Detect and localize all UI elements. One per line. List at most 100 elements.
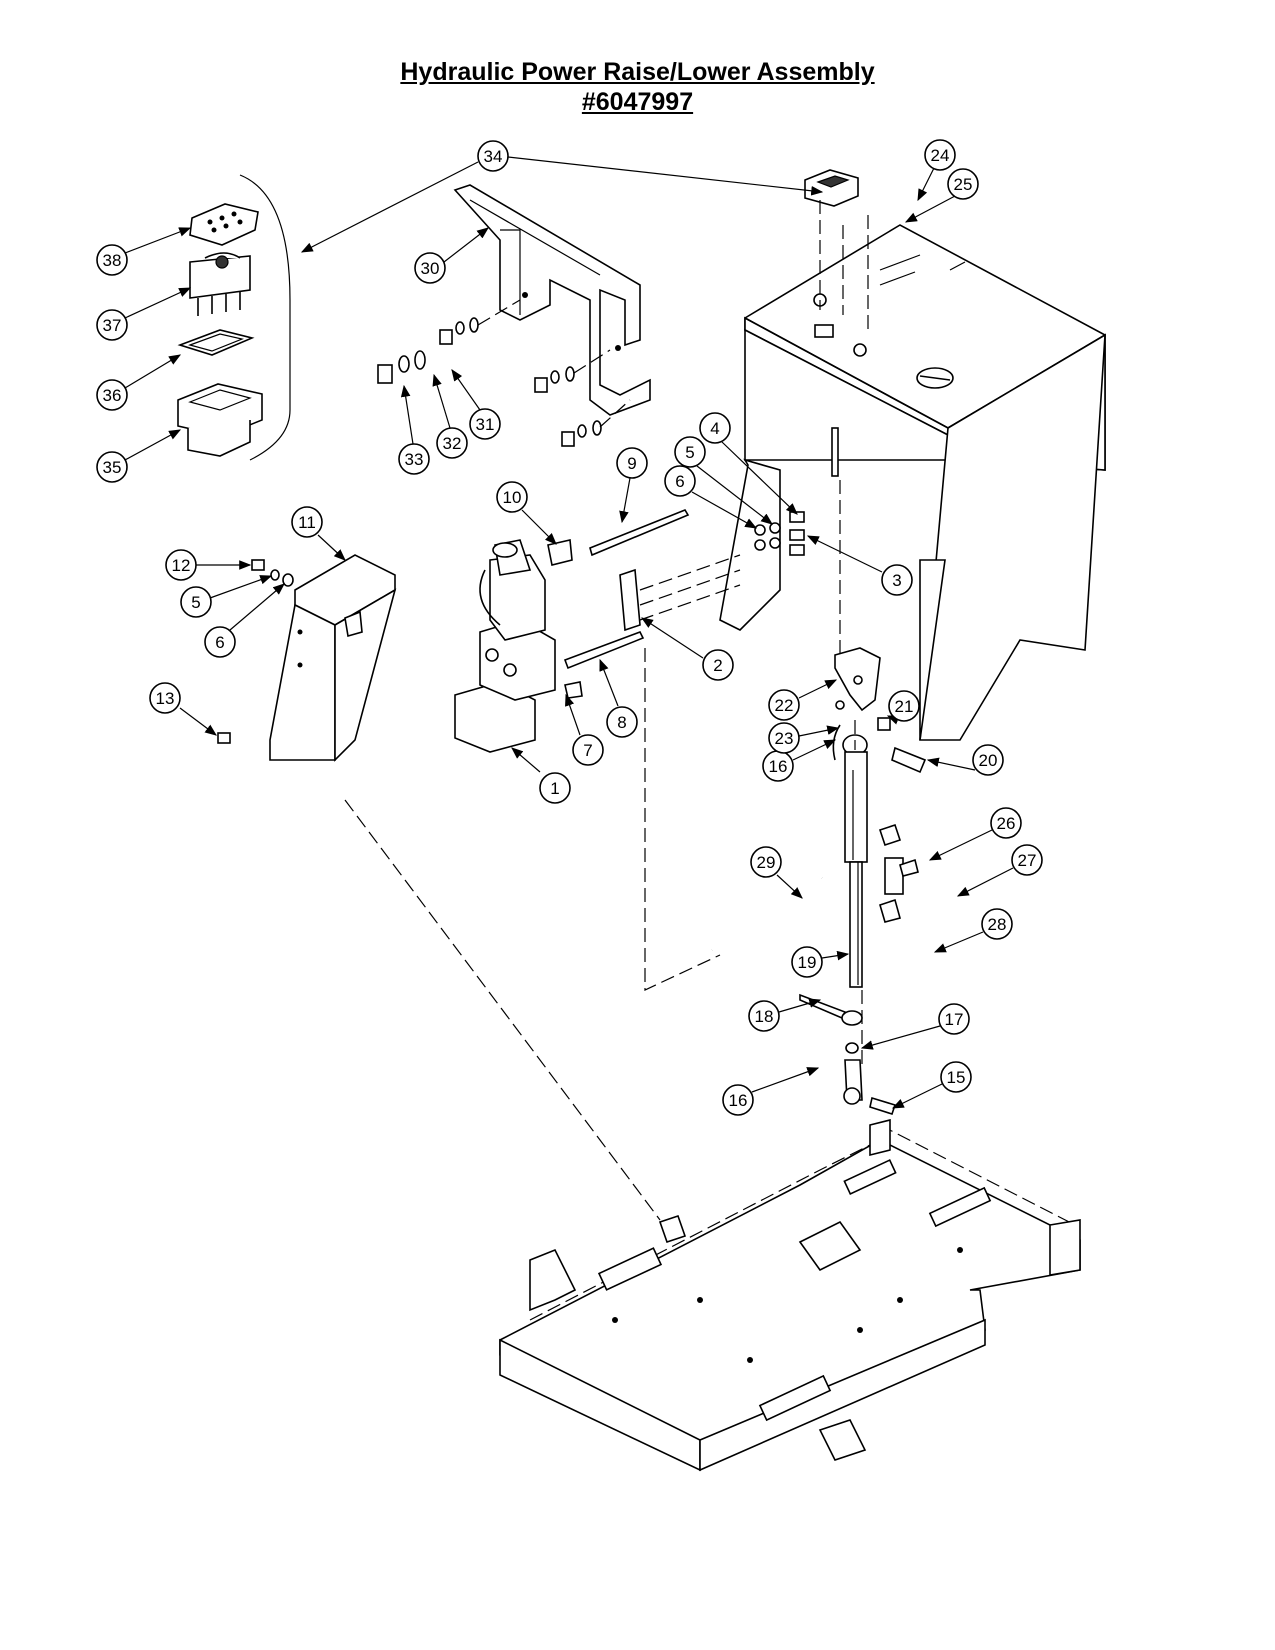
callout-21: 21 [886, 690, 920, 725]
svg-text:23: 23 [775, 729, 794, 748]
callout-7: 7 [565, 693, 604, 766]
svg-text:6: 6 [675, 472, 684, 491]
callout-22: 22 [768, 679, 838, 721]
svg-text:10: 10 [503, 488, 522, 507]
switch-body-part [189, 252, 251, 316]
callout-30: 30 [414, 227, 489, 284]
svg-text:38: 38 [103, 251, 122, 270]
svg-text:2: 2 [713, 656, 722, 675]
callout-17: 17 [860, 1003, 970, 1050]
svg-text:24: 24 [931, 146, 950, 165]
svg-text:26: 26 [997, 814, 1016, 833]
svg-text:8: 8 [617, 713, 626, 732]
callout-31: 31 [451, 369, 501, 440]
callout-24: 24 [917, 139, 956, 202]
svg-text:29: 29 [757, 853, 776, 872]
valve-fittings-part [878, 823, 919, 923]
svg-text:18: 18 [755, 1007, 774, 1026]
screw-part [217, 732, 231, 744]
callout-13: 13 [149, 682, 217, 736]
bolt-washer-hardware [377, 299, 631, 447]
callout-18: 18 [748, 998, 822, 1032]
callout-27: 27 [956, 844, 1043, 897]
callout-16: 16 [722, 1067, 820, 1116]
svg-text:1: 1 [550, 779, 559, 798]
callout-12: 12 [165, 549, 252, 581]
svg-text:16: 16 [769, 757, 788, 776]
screw-part [251, 559, 265, 571]
callout-36: 36 [96, 354, 182, 411]
callout-20: 20 [926, 744, 1004, 776]
svg-text:33: 33 [405, 450, 424, 469]
bracket-part [453, 184, 651, 416]
callout-37: 37 [96, 287, 192, 341]
svg-text:32: 32 [443, 434, 462, 453]
callout-35: 35 [96, 429, 182, 483]
bezel-part [177, 383, 263, 457]
callout-8: 8 [599, 658, 638, 738]
callout-10: 10 [496, 481, 557, 545]
svg-text:16: 16 [729, 1091, 748, 1110]
svg-text:7: 7 [583, 741, 592, 760]
svg-text:4: 4 [710, 419, 719, 438]
diagram-title: Hydraulic Power Raise/Lower Assembly [400, 58, 875, 86]
callout-2: 2 [640, 617, 734, 681]
callout-15: 15 [891, 1061, 972, 1109]
callout-19: 19 [791, 946, 850, 978]
callout-6: 6 [204, 583, 285, 658]
svg-text:20: 20 [979, 751, 998, 770]
handle-part [799, 993, 847, 1020]
callout-28: 28 [933, 908, 1013, 953]
svg-text:5: 5 [191, 593, 200, 612]
svg-text:5: 5 [685, 443, 694, 462]
svg-text:37: 37 [103, 316, 122, 335]
svg-text:3: 3 [892, 571, 901, 590]
svg-text:19: 19 [798, 953, 817, 972]
hydraulic-power-unit-part [454, 539, 583, 753]
svg-text:30: 30 [421, 259, 440, 278]
callout-6: 6 [664, 465, 758, 529]
svg-text:13: 13 [156, 689, 175, 708]
cylinder-assembly-part [834, 647, 881, 988]
svg-text:12: 12 [172, 556, 191, 575]
parts-artwork [177, 169, 1106, 1472]
pedestal-part [269, 554, 397, 762]
svg-text:21: 21 [895, 697, 914, 716]
callout-34: 34 [300, 140, 824, 253]
callout-11: 11 [291, 506, 346, 561]
svg-text:36: 36 [103, 386, 122, 405]
hydraulic-line-part [563, 630, 645, 670]
hydraulic-line-part [589, 509, 690, 557]
chassis-frame-part [499, 1118, 1081, 1472]
gasket-part [177, 329, 255, 356]
callout-26: 26 [928, 807, 1022, 861]
callout-38: 38 [96, 227, 192, 276]
callout-32: 32 [432, 373, 468, 459]
callout-16: 16 [762, 739, 837, 782]
callout-1: 1 [511, 747, 571, 804]
svg-text:22: 22 [775, 696, 794, 715]
svg-text:9: 9 [627, 454, 636, 473]
callout-33: 33 [398, 384, 430, 475]
svg-text:15: 15 [947, 1068, 966, 1087]
callout-29: 29 [750, 846, 803, 899]
callouts: 1 2 3 4 5 5 6 6 7 8 9 10 11 12 13 15 16 … [96, 139, 1043, 1116]
svg-text:28: 28 [988, 915, 1007, 934]
control-tower-part [719, 224, 1106, 741]
svg-text:31: 31 [476, 415, 495, 434]
callout-5: 5 [180, 575, 273, 618]
switch-part [804, 169, 859, 207]
svg-text:35: 35 [103, 458, 122, 477]
callout-5: 5 [674, 436, 773, 525]
svg-text:25: 25 [954, 175, 973, 194]
svg-text:17: 17 [945, 1010, 964, 1029]
diagram-part-number: #6047997 [581, 88, 694, 116]
fastener-hardware [754, 511, 805, 556]
svg-text:6: 6 [215, 633, 224, 652]
callout-25: 25 [904, 168, 979, 223]
callout-3: 3 [806, 535, 913, 596]
callout-4: 4 [699, 412, 798, 515]
svg-text:34: 34 [484, 147, 503, 166]
mounting-block-part [619, 568, 641, 632]
